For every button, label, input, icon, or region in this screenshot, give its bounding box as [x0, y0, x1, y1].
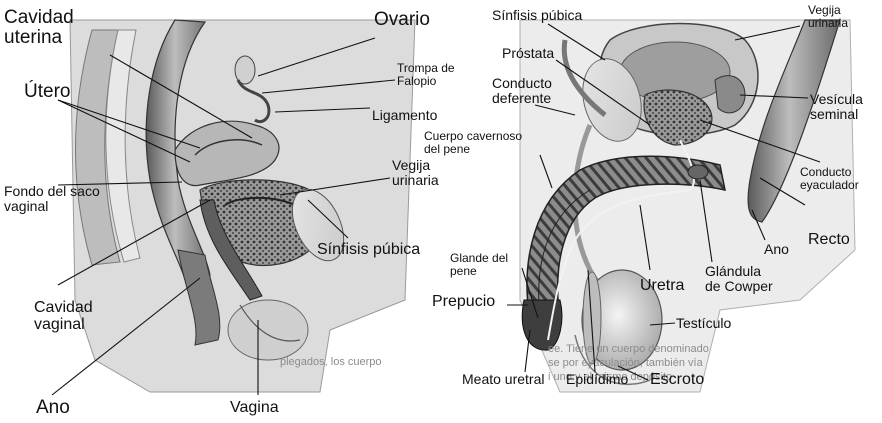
label-cavidad-uterina: Cavidad uterina — [4, 8, 74, 48]
label-glandula-de-cowper: Glándula de Cowper — [705, 264, 773, 293]
label-vesicula-seminal: Vesícula seminal — [810, 92, 863, 121]
female-pelvis-drawing — [70, 20, 415, 392]
label-fondo-del-saco-vaginal: Fondo del saco vaginal — [4, 184, 100, 213]
label-ano-m: Ano — [764, 242, 789, 257]
label-trompa-de-falopio: Trompa de Falopio — [397, 62, 455, 87]
label-vagina: Vagina — [230, 400, 279, 417]
label-prepucio: Prepucio — [432, 294, 495, 311]
label-testiculo: Testículo — [676, 316, 731, 331]
label-ovario: Ovario — [374, 10, 430, 30]
label-ligamento: Ligamento — [372, 108, 437, 123]
label-meato-uretral: Meato uretral — [462, 372, 544, 387]
label-sinfisis-pubica-m: Sínfisis púbica — [492, 8, 582, 23]
label-escroto: Escroto — [650, 372, 704, 389]
label-glande-del-pene: Glande del pene — [450, 252, 508, 277]
label-conducto-deferente: Conducto deferente — [492, 76, 552, 105]
label-cuerpo-cavernoso: Cuerpo cavernoso del pene — [424, 130, 522, 155]
label-vegija-urinaria-m: Vegija urinaria — [808, 4, 848, 29]
male-pelvis-drawing — [520, 20, 855, 392]
label-conducto-eyaculador: Conducto eyaculador — [800, 166, 859, 191]
label-uretra: Uretra — [640, 278, 684, 295]
caption-right-2: se por eyaculación, también vía — [548, 357, 704, 369]
label-cavidad-vaginal: Cavidad vaginal — [34, 300, 93, 334]
label-recto: Recto — [808, 232, 850, 249]
label-prostata: Próstata — [502, 46, 554, 61]
label-sinfisis-pubica-f: Sínfisis púbica — [317, 242, 420, 259]
caption-right-1: ee. Tiene un cuerpo denominado — [548, 343, 709, 355]
caption-left: plegados, los cuerpo — [280, 356, 382, 368]
label-utero: Útero — [24, 82, 70, 102]
label-vegija-urinaria-f: Vegija urinaria — [392, 158, 439, 187]
label-ano-f: Ano — [36, 398, 70, 418]
label-epididimo: Epidídimo — [566, 372, 628, 387]
